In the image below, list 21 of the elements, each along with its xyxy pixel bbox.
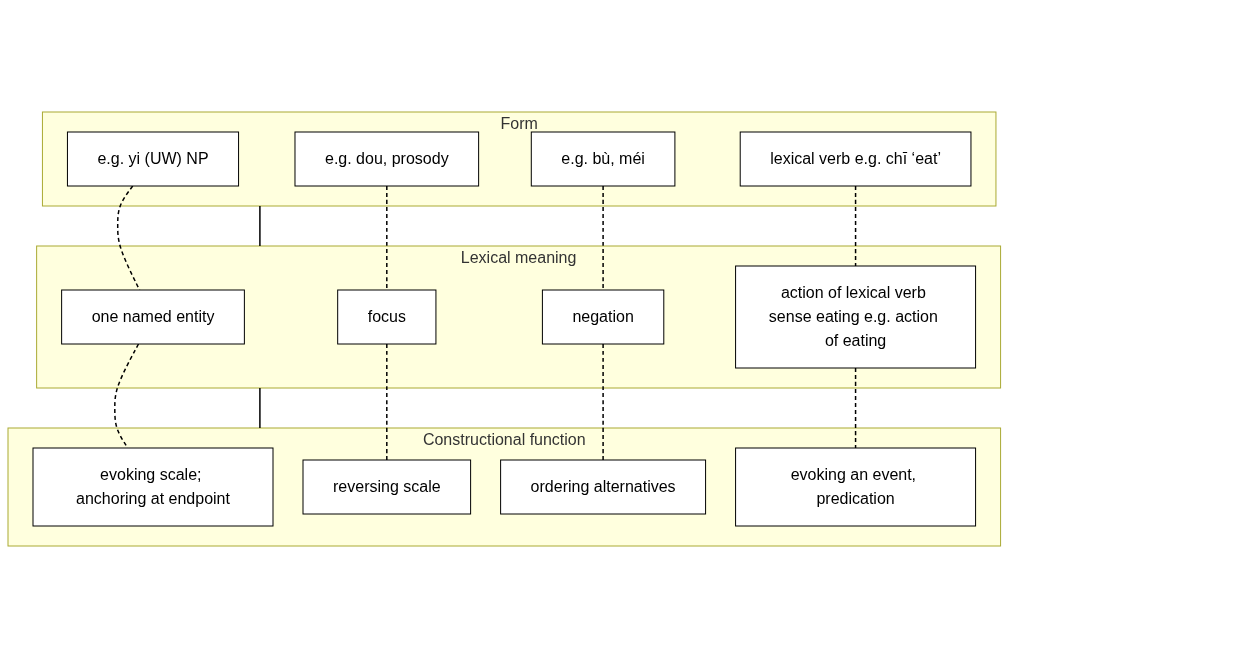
connector bbox=[386, 185, 388, 291]
node-box: action of lexical verb sense eating e.g. action of eating bbox=[735, 265, 977, 369]
connector bbox=[602, 185, 604, 291]
connector bbox=[854, 185, 857, 267]
connector bbox=[259, 387, 261, 429]
node-box: negation bbox=[541, 289, 665, 345]
node-box: e.g. yi (UW) NP bbox=[66, 131, 240, 187]
node-box: evoking scale; anchoring at endpoint bbox=[32, 447, 274, 527]
node-box: ordering alternatives bbox=[500, 459, 707, 515]
connector bbox=[602, 343, 604, 461]
node-box: evoking an event, predication bbox=[735, 447, 977, 527]
node-box: lexical verb e.g. chī ‘eat’ bbox=[739, 131, 972, 187]
node-box: one named entity bbox=[61, 289, 245, 345]
node-box: focus bbox=[337, 289, 437, 345]
node-box: reversing scale bbox=[302, 459, 472, 515]
connector bbox=[259, 205, 261, 247]
connector bbox=[114, 343, 140, 449]
connector bbox=[854, 367, 857, 449]
connector bbox=[386, 343, 388, 461]
node-box: e.g. bù, méi bbox=[530, 131, 676, 187]
node-box: e.g. dou, prosody bbox=[294, 131, 480, 187]
